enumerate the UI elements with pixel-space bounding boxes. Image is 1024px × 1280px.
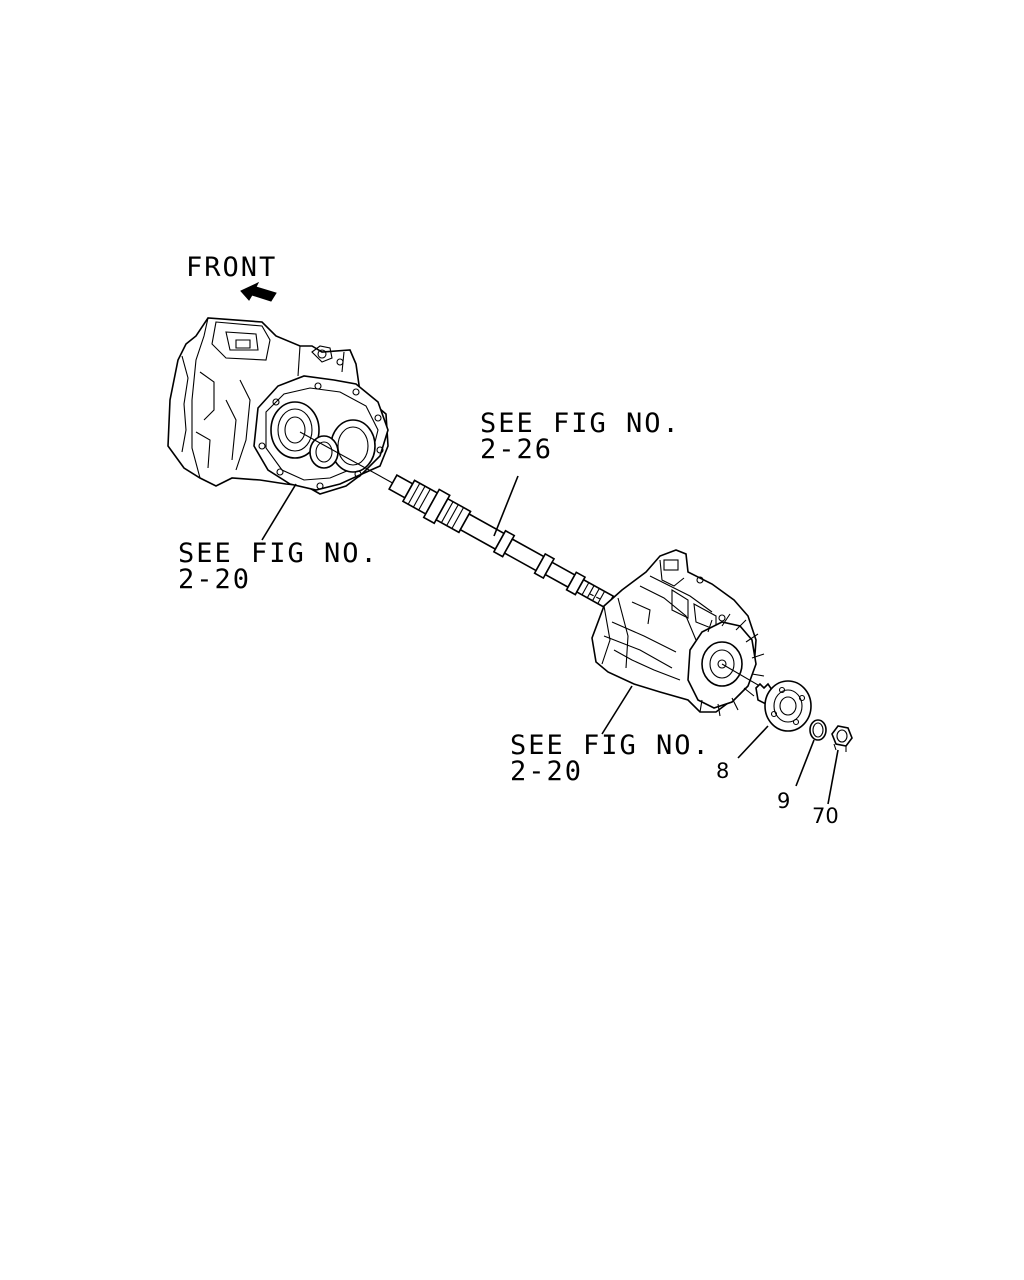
callout-rear-case-line1: SEE FIG NO. <box>510 730 711 761</box>
leader-part-9 <box>795 739 815 787</box>
part-number-9: 9 <box>777 789 790 813</box>
callout-rear-case: SEE FIG NO. 2-20 <box>510 730 711 787</box>
callout-shaft-line2: 2-26 <box>480 434 553 465</box>
centerline-rear <box>589 593 603 601</box>
centerline-front <box>299 431 399 487</box>
leader-rear-case <box>601 685 633 735</box>
part-number-8: 8 <box>716 759 729 783</box>
callout-front-case: SEE FIG NO. 2-20 <box>178 538 379 595</box>
part-8-flange <box>755 680 812 732</box>
callout-shaft: SEE FIG NO. 2-26 <box>480 408 681 465</box>
callout-rear-case-line2: 2-20 <box>510 756 583 787</box>
callout-front-case-line1: SEE FIG NO. <box>178 538 379 569</box>
front-transmission-case <box>167 317 389 495</box>
leader-part-70 <box>827 749 839 805</box>
part-number-70: 70 <box>812 804 839 828</box>
callout-shaft-line1: SEE FIG NO. <box>480 408 681 439</box>
front-arrow-icon <box>240 281 277 302</box>
part-70-nut <box>831 725 853 752</box>
leader-front-case <box>261 483 297 541</box>
rear-transmission-case <box>591 549 765 717</box>
main-shaft <box>388 474 626 615</box>
callout-front-case-line2: 2-20 <box>178 564 251 595</box>
part-9-washer <box>809 719 827 741</box>
leader-shaft <box>493 475 519 537</box>
leader-part-8 <box>737 725 769 759</box>
front-label: FRONT <box>186 252 277 283</box>
